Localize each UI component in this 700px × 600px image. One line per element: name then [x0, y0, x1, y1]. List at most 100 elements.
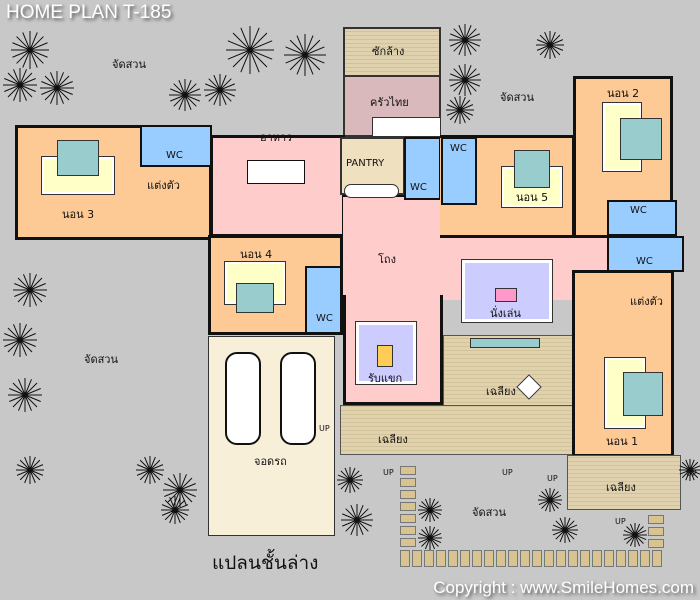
- garden-label: จัดสวน: [472, 506, 506, 519]
- bedroom-1-label: นอน 1: [606, 435, 639, 448]
- tree-icon: [623, 523, 647, 547]
- planter: [470, 338, 540, 348]
- bedroom-4-label: นอน 4: [240, 248, 273, 261]
- stepping-stone: [436, 550, 446, 567]
- bedroom-1-dressing-label: แต่งตัว: [630, 295, 663, 308]
- stepping-stone: [532, 550, 542, 567]
- stepping-stone: [400, 466, 416, 475]
- dining-room: [210, 135, 345, 237]
- bedroom-2-wc: [607, 200, 677, 236]
- car-icon: [280, 352, 316, 445]
- pantry-counter: [344, 184, 399, 198]
- stepping-stone: [652, 550, 662, 567]
- stepping-stone: [616, 550, 626, 567]
- bedroom-4-wc-label: WC: [316, 313, 333, 324]
- bedroom-5-label: นอน 5: [516, 191, 549, 204]
- tree-icon: [161, 496, 189, 524]
- bedroom-3-label: นอน 3: [62, 208, 95, 221]
- bedroom-3-wc-label: WC: [166, 150, 183, 161]
- bedroom-2-wc-label: WC: [630, 205, 647, 216]
- tree-icon: [8, 378, 42, 412]
- stepping-stone: [544, 550, 554, 567]
- tree-icon: [341, 504, 373, 536]
- tree-icon: [337, 467, 363, 493]
- garden-label: จัดสวน: [112, 58, 146, 71]
- pantry-wc-label: WC: [410, 182, 427, 193]
- terrace-front: [340, 405, 573, 455]
- stepping-stone: [640, 550, 650, 567]
- tree-icon: [418, 498, 442, 522]
- tree-icon: [284, 34, 326, 76]
- living-room-table: [377, 345, 393, 367]
- stepping-stone: [520, 550, 530, 567]
- family-room-table: [495, 288, 517, 302]
- tree-icon: [552, 517, 578, 543]
- tree-icon: [11, 31, 49, 69]
- terrace-bedroom-1: [567, 455, 681, 510]
- stepping-stone: [472, 550, 482, 567]
- tree-icon: [449, 24, 481, 56]
- tree-icon: [538, 488, 562, 512]
- up-marker: UP: [502, 468, 513, 477]
- up-marker: UP: [615, 517, 626, 526]
- stepping-stone: [400, 502, 416, 511]
- bedroom-5-wc-label: WC: [450, 143, 467, 154]
- terrace-bedroom-1-label: เฉลียง: [606, 481, 636, 494]
- tree-icon: [3, 323, 37, 357]
- stepping-stone: [400, 526, 416, 535]
- garden-label: จัดสวน: [500, 91, 534, 104]
- tree-icon: [3, 68, 37, 102]
- stepping-stone: [400, 478, 416, 487]
- stepping-stone: [592, 550, 602, 567]
- bedroom-4-wc: [305, 266, 342, 334]
- stepping-stone: [568, 550, 578, 567]
- tree-icon: [163, 473, 197, 507]
- stepping-stone: [412, 550, 422, 567]
- stepping-stone: [424, 550, 434, 567]
- hall-label: โถง: [378, 253, 396, 266]
- bedroom-4-bed: [236, 283, 274, 313]
- bedroom-3-bed: [57, 140, 99, 176]
- bedroom-1-wc: [607, 236, 684, 272]
- bedroom-1-bed: [623, 372, 663, 416]
- stepping-stone: [496, 550, 506, 567]
- pantry-label: PANTRY: [346, 158, 385, 169]
- stepping-stone: [400, 538, 416, 547]
- laundry-label: ซักล้าง: [372, 45, 405, 58]
- bedroom-2-bed: [620, 118, 662, 160]
- garage-label: จอดรถ: [254, 455, 287, 468]
- bedroom-5-wc: [441, 137, 477, 205]
- up-marker: UP: [383, 468, 394, 477]
- stepping-stone: [400, 550, 410, 567]
- stepping-stone: [460, 550, 470, 567]
- bedroom-1-wc-label: WC: [636, 256, 653, 267]
- up-marker: UP: [319, 424, 330, 433]
- stepping-stone: [448, 550, 458, 567]
- bedroom-2-label: นอน 2: [607, 87, 640, 100]
- stepping-stone: [648, 539, 664, 548]
- tree-icon: [204, 74, 236, 106]
- terrace-main-label: เฉลียง: [486, 385, 516, 398]
- stepping-stone: [508, 550, 518, 567]
- up-marker: UP: [547, 474, 558, 483]
- plan-header-title: HOME PLAN T-185: [6, 2, 172, 23]
- tree-icon: [679, 459, 700, 481]
- stepping-stone: [400, 490, 416, 499]
- stepping-stone: [580, 550, 590, 567]
- tree-icon: [536, 31, 564, 59]
- tree-icon: [418, 526, 442, 550]
- tree-icon: [169, 79, 201, 111]
- stepping-stone: [604, 550, 614, 567]
- kitchen-counter: [372, 117, 441, 137]
- tree-icon: [446, 96, 474, 124]
- bedroom-3-wc: [140, 125, 212, 167]
- garden-label: จัดสวน: [84, 353, 118, 366]
- tree-icon: [136, 456, 164, 484]
- terrace-front-label: เฉลียง: [378, 433, 408, 446]
- tree-icon: [13, 273, 47, 307]
- copyright: Copyright : www.SmileHomes.com: [433, 578, 694, 597]
- dining-table: [247, 160, 305, 184]
- tree-icon: [16, 456, 44, 484]
- tree-icon: [226, 26, 274, 74]
- family-room-label: นั่งเล่น: [490, 307, 521, 320]
